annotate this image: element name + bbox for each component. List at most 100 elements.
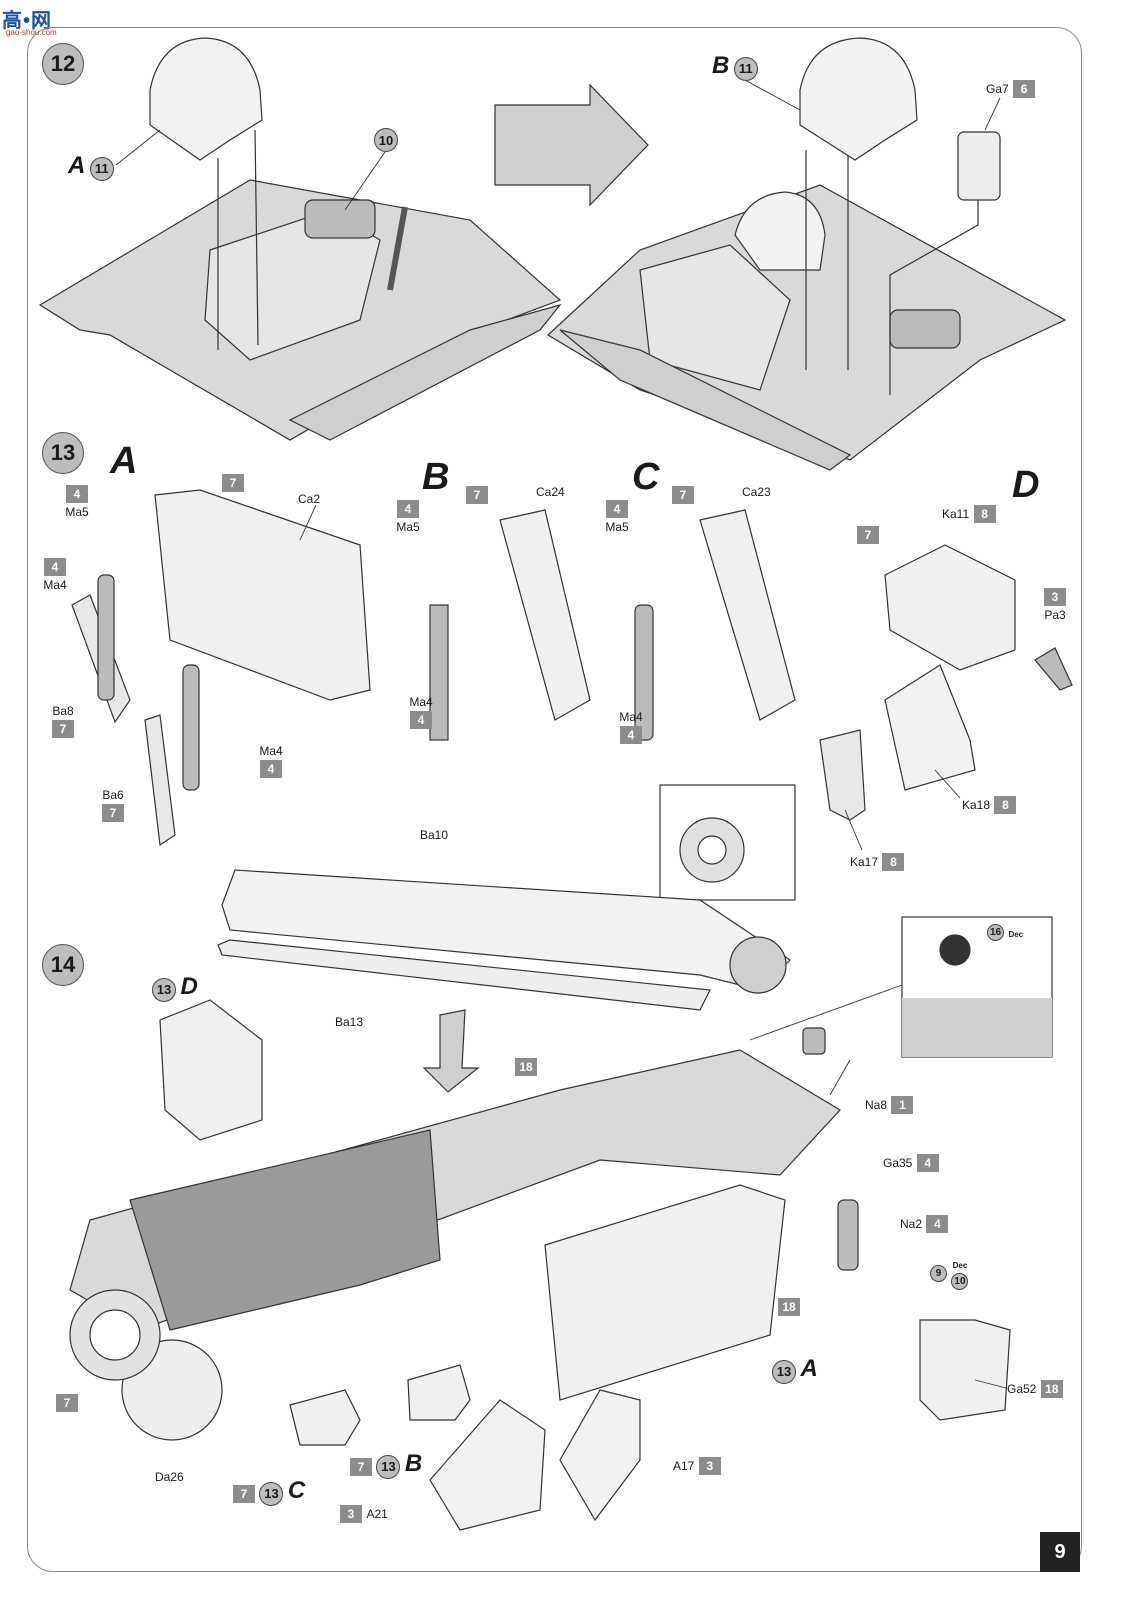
part-ma5-a: 4 Ma5 [62, 485, 92, 521]
watermark-text: 高•网 [2, 10, 53, 32]
part-ka18: Ka18 8 [962, 796, 1017, 814]
radiator-right [889, 309, 961, 349]
ca24-bracket [499, 509, 591, 721]
part-na2: Na2 4 [900, 1215, 949, 1233]
step-number-13: 13 [42, 432, 84, 474]
callout-seat-b: B 11 [712, 52, 758, 81]
box-7-hub-value: 7 [56, 1394, 78, 1412]
spring-b [429, 604, 449, 741]
ka17-label: Ka17 [850, 855, 879, 870]
box-7-d-value: 7 [857, 526, 879, 544]
page-number: 9 [1040, 1532, 1080, 1572]
box-18-suspension-value: 18 [778, 1298, 800, 1316]
part-ka17: Ka17 8 [850, 853, 905, 871]
callout-13c-letter: C [287, 1477, 306, 1504]
callout-13d: 13 D [152, 973, 198, 1002]
track-guard-left [288, 303, 562, 441]
sub-b-letter: B [422, 456, 450, 498]
ba6-panel [144, 714, 176, 847]
arm-13c [289, 1389, 361, 1446]
ma5-b-box: 4 [397, 500, 419, 518]
callout-seat-a: A 11 [68, 152, 114, 181]
seat-driver-right [734, 191, 826, 271]
inset-decal-label: Dec [1008, 930, 1024, 939]
box-7-b: 7 [466, 486, 488, 504]
box-7-13c: 7 [233, 1484, 255, 1503]
part-ba6: Ba6 7 [98, 786, 128, 822]
a17-box: 3 [698, 1457, 721, 1475]
ma4-c-label: Ma4 [619, 710, 643, 724]
na8-box: 1 [891, 1096, 914, 1114]
ba6-label: Ba6 [102, 788, 124, 802]
part-ba8: Ba8 7 [48, 702, 78, 738]
ca23-bracket [699, 509, 796, 721]
ba8-box: 7 [52, 720, 74, 738]
seat-b [799, 37, 918, 161]
part-pa3: 3 Pa3 [1040, 588, 1070, 624]
ca23-label: Ca23 [742, 485, 771, 499]
ga35-label: Ga35 [883, 1156, 913, 1171]
box-7-13b: 7 [350, 1457, 372, 1476]
ma4-b-label: Ma4 [409, 695, 433, 709]
suspension-13a [544, 1184, 786, 1401]
box-7-c: 7 [672, 486, 694, 504]
ba13-rail [217, 939, 711, 1011]
ma4-c-box: 4 [620, 726, 642, 744]
spring-c [634, 604, 654, 741]
sub-a-letter: A [110, 440, 138, 482]
decal-9: 9 [930, 1265, 947, 1282]
ka17-box: 8 [882, 853, 905, 871]
ga52-box: 18 [1040, 1380, 1063, 1398]
callout-a-number: 11 [89, 156, 114, 181]
watermark-logo: 高•网 gao-shou.com [2, 4, 57, 38]
part-a17: A17 3 [673, 1457, 721, 1475]
callout-10: 10 [374, 128, 398, 152]
sequence-arrow [494, 83, 649, 207]
ka18-box: 8 [994, 796, 1017, 814]
ga7-label: Ga7 [986, 82, 1009, 97]
ka18-label: Ka18 [962, 798, 991, 813]
a17-label: A17 [673, 1459, 695, 1474]
seat-a [149, 37, 263, 161]
inset-decal: 16 Dec [987, 924, 1023, 942]
decal-label: Dec [952, 1261, 968, 1270]
na2-box: 4 [926, 1215, 949, 1233]
page-frame [27, 27, 1082, 1572]
ma4-a-box: 4 [44, 558, 66, 576]
ma5-b-label: Ma5 [396, 520, 420, 535]
part-ma4-a: 4 Ma4 [40, 558, 70, 594]
na8-label: Na8 [865, 1098, 888, 1113]
callout-a-letter: A [68, 152, 86, 179]
part-ma4-c: Ma4 4 [616, 708, 646, 744]
ga7-box: 6 [1013, 80, 1036, 98]
fuel-can-ga7 [957, 131, 1001, 201]
callout-13a-number: 13 [772, 1359, 796, 1384]
engine-block-right [639, 244, 791, 391]
box-7-hub: 7 [56, 1394, 78, 1412]
part-ma5-c: 4 Ma5 [602, 500, 632, 536]
ma4-a-label: Ma4 [43, 578, 67, 593]
part-ga7: Ga7 6 [986, 80, 1036, 98]
box-7-a-value: 7 [222, 474, 244, 492]
part-ka11: Ka11 8 [942, 505, 996, 523]
part-na8: Na8 1 [865, 1096, 914, 1114]
ma5-a-box: 4 [66, 485, 88, 503]
ba8-label: Ba8 [52, 704, 74, 718]
part-ma4-b: Ma4 4 [406, 693, 436, 729]
ca2-label: Ca2 [298, 492, 321, 506]
a21-label: A21 [366, 1507, 388, 1522]
na2-spring [837, 1199, 859, 1271]
sub-c-letter: C [632, 456, 660, 498]
hull-side-dark [129, 1129, 441, 1331]
decal-10-group: Dec 10 [951, 1255, 969, 1291]
callout-13d-number: 13 [152, 977, 176, 1002]
pa3-cone [1034, 647, 1073, 691]
part-ga35: Ga35 4 [883, 1154, 939, 1172]
ka11-box: 8 [973, 505, 996, 523]
ma4-b-box: 4 [410, 711, 432, 729]
ma5-c-box: 4 [606, 500, 628, 518]
box-7-c-value: 7 [672, 486, 694, 504]
na8-part [802, 1027, 826, 1055]
part-a21: 3 A21 [340, 1505, 388, 1523]
